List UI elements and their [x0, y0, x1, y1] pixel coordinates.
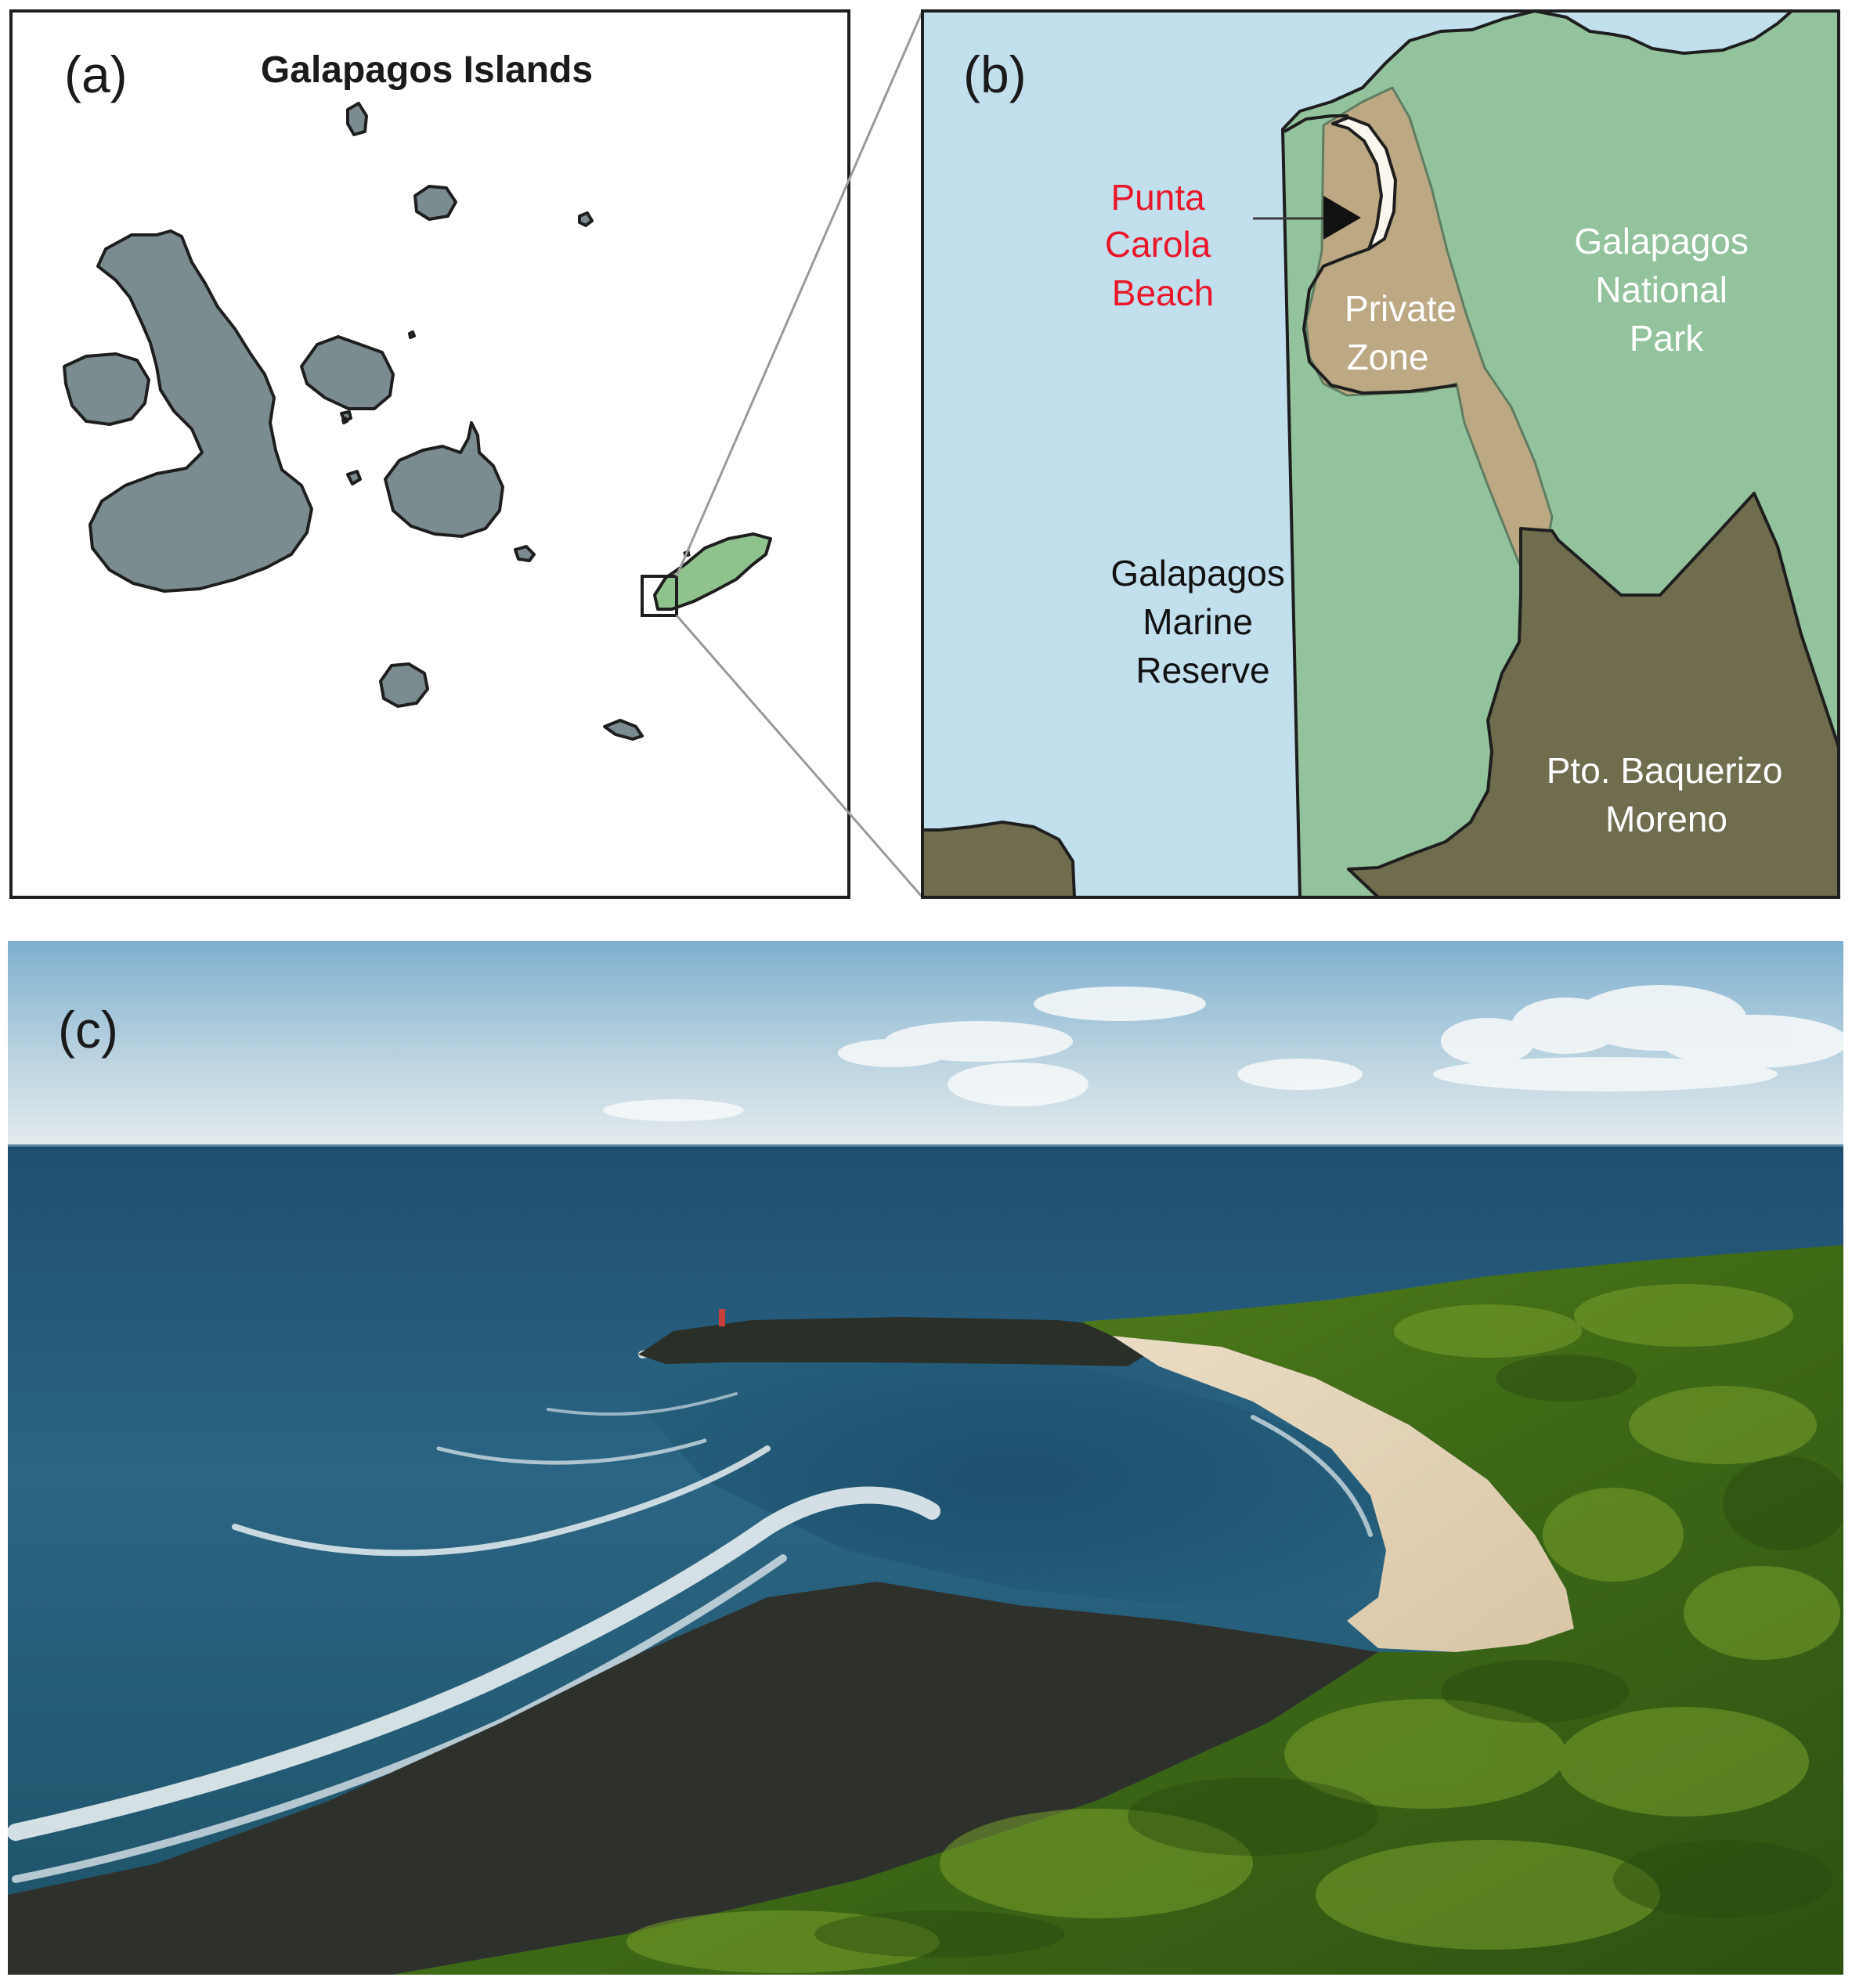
clouds — [603, 985, 1843, 1121]
surf-waves — [8, 1341, 1373, 1883]
island-santiago — [300, 335, 395, 410]
panel-b: (b) Punta Carola Beach Private Zone Gala… — [921, 9, 1840, 899]
rocky-point — [638, 1317, 1159, 1366]
panel-a: (a) Galapagos Islands — [9, 9, 850, 899]
island-floreana — [379, 662, 429, 708]
panel-c: (c) — [8, 941, 1843, 1975]
panel-a-label: (a) — [64, 45, 128, 103]
island-genovesa — [578, 211, 594, 227]
zoom-connectors — [675, 10, 924, 898]
town-area — [1347, 492, 1839, 897]
panel-b-frame — [921, 9, 1840, 899]
punta-carola-beach-area — [1331, 116, 1397, 251]
island-san-cristobal — [653, 532, 772, 611]
panel-b-label: (b) — [963, 45, 1027, 103]
zoom-box — [641, 575, 678, 617]
aerial-photo — [8, 941, 1843, 1975]
vegetation-shadows — [814, 1355, 1843, 1957]
lower-left-land — [922, 821, 1076, 897]
island-espanola — [603, 719, 644, 741]
island-fernandina — [63, 352, 150, 426]
rocky-shore — [8, 1582, 1378, 1975]
coastline — [1283, 114, 1457, 395]
island-pinzon — [346, 470, 362, 485]
town-label: Pto. Baquerizo Moreno — [1547, 750, 1793, 839]
bay-water — [642, 1340, 1386, 1613]
marine-reserve-label: Galapagos Marine Reserve — [1110, 553, 1294, 691]
island-santa-cruz — [384, 421, 504, 538]
panel-c-label: (c) — [58, 1001, 118, 1059]
beach-arrow-head — [1323, 196, 1361, 240]
island-islet-1 — [408, 330, 416, 339]
island-pinta — [346, 102, 368, 136]
private-zone-label: Private Zone — [1345, 288, 1467, 377]
island-marchena — [413, 185, 457, 221]
panel-a-title: Galapagos Islands — [261, 49, 593, 91]
national-park-label: Galapagos National Park — [1574, 221, 1758, 359]
island-isabela — [88, 229, 313, 593]
island-islet-2 — [341, 417, 348, 424]
beach-sand — [1112, 1336, 1574, 1652]
lighthouse-marker — [719, 1309, 725, 1326]
island-santa-fe — [514, 545, 536, 562]
beach-label: Punta Carola Beach — [1105, 177, 1221, 313]
vegetation-highlights — [626, 1284, 1840, 1973]
